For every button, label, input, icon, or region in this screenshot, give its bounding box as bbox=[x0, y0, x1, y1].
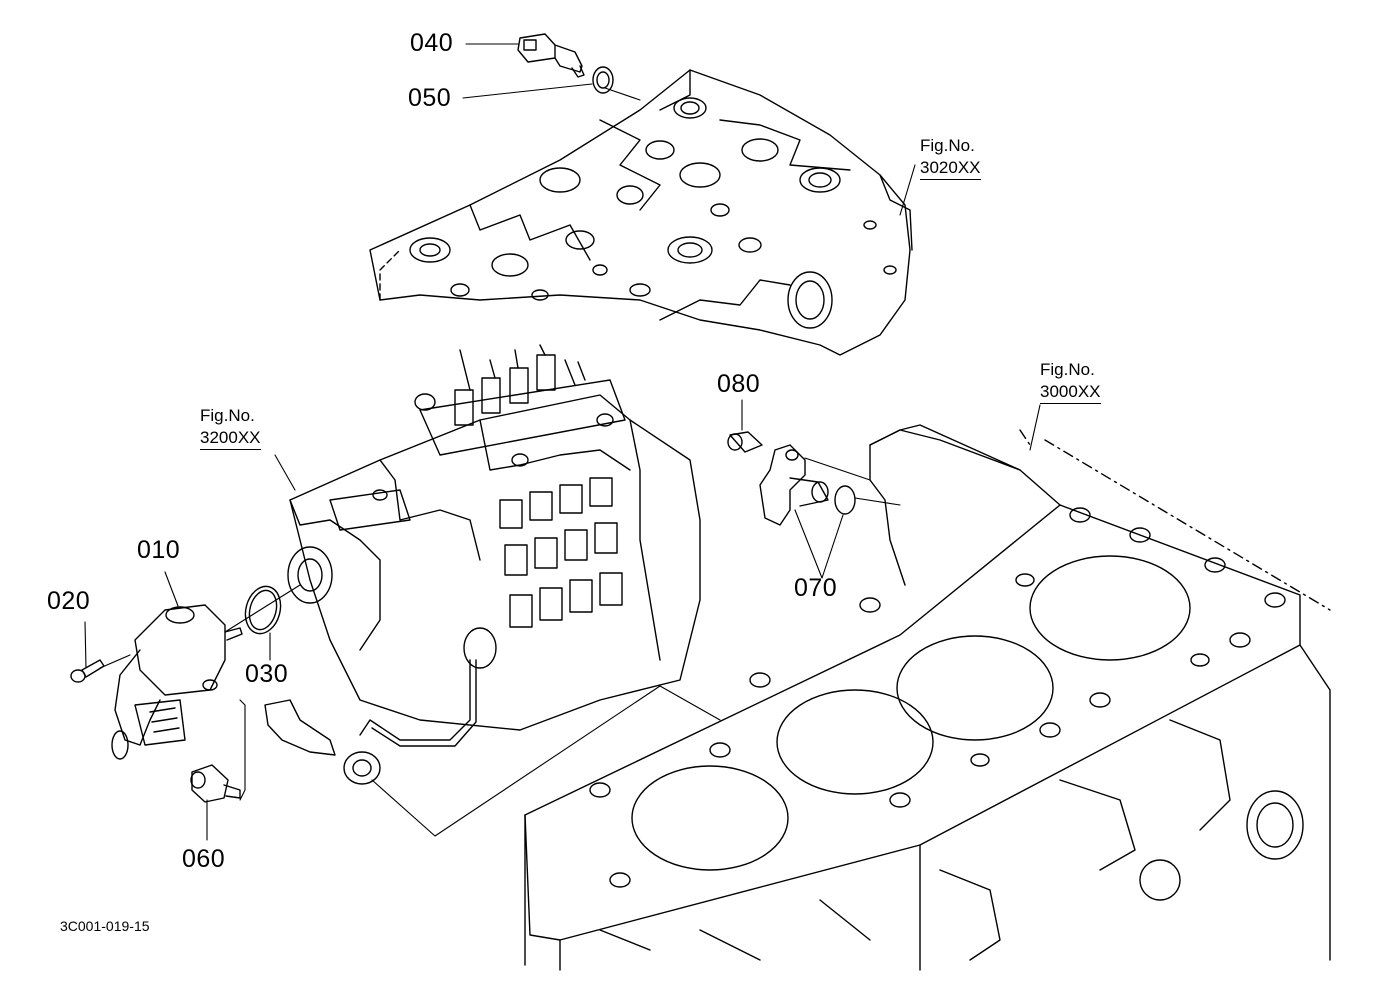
part-label-030: 030 bbox=[245, 660, 289, 688]
crank-sensor-part bbox=[759, 444, 829, 526]
stop-solenoid-part bbox=[111, 604, 243, 760]
fig-ref-code: 3020XX bbox=[920, 157, 981, 180]
fig-ref-code: 3200XX bbox=[200, 427, 261, 450]
banjo-fitting bbox=[264, 699, 381, 785]
pressure-switch-part bbox=[190, 764, 241, 803]
fig-ref-code: 3000XX bbox=[1040, 381, 1101, 404]
part-label-040: 040 bbox=[410, 29, 454, 57]
fig-ref-label: Fig.No. bbox=[1040, 360, 1095, 379]
temp-sensor-part bbox=[517, 33, 585, 78]
part-label-020: 020 bbox=[47, 587, 91, 615]
injection-pump-drawing bbox=[287, 344, 701, 747]
pump-delivery-valves bbox=[454, 344, 586, 426]
cylinder-block-drawing bbox=[524, 424, 1331, 971]
washer-part bbox=[592, 66, 614, 94]
bolt-part bbox=[70, 659, 105, 683]
part-label-060: 060 bbox=[182, 845, 226, 873]
sensor-o-ring-part bbox=[834, 485, 856, 515]
sensor-bolt-part bbox=[727, 431, 763, 453]
fig-ref-injection-pump: Fig.No. 3200XX bbox=[200, 405, 261, 450]
drawing-id: 3C001-019-15 bbox=[60, 918, 150, 934]
fig-ref-label: Fig.No. bbox=[200, 406, 255, 425]
part-label-050: 050 bbox=[408, 84, 452, 112]
fig-ref-cylinder-block: Fig.No. 3000XX bbox=[1040, 359, 1101, 404]
part-label-010: 010 bbox=[137, 536, 181, 564]
part-label-070: 070 bbox=[794, 574, 838, 602]
assembly-alignment-lines bbox=[99, 87, 901, 837]
head-ports bbox=[409, 97, 897, 329]
pump-windows bbox=[499, 477, 623, 628]
part-label-080: 080 bbox=[717, 370, 761, 398]
fig-ref-label: Fig.No. bbox=[920, 136, 975, 155]
fig-ref-cylinder-head: Fig.No. 3020XX bbox=[920, 135, 981, 180]
gasket-holes bbox=[589, 507, 1286, 888]
leader-lines bbox=[84, 43, 1041, 841]
cylinder-head-drawing bbox=[369, 69, 913, 356]
o-ring-030-part bbox=[244, 585, 282, 635]
